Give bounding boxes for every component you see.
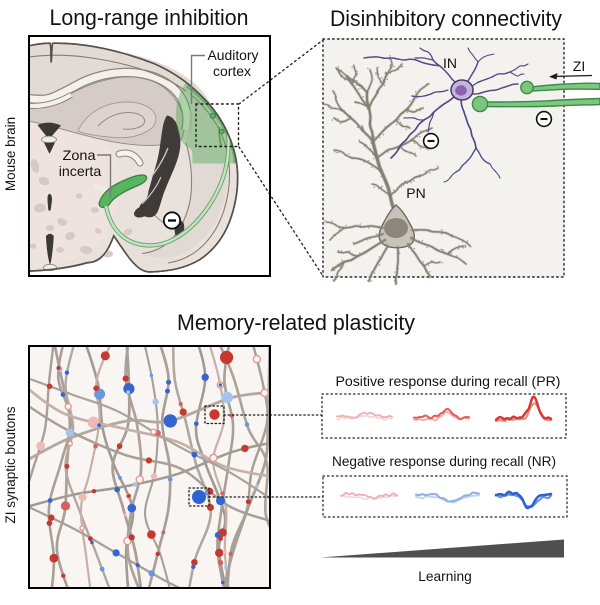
svg-text:Long-range inhibition: Long-range inhibition <box>50 5 249 30</box>
svg-text:Auditory: Auditory <box>208 47 259 63</box>
svg-text:Zona: Zona <box>63 147 96 163</box>
svg-text:PN: PN <box>406 185 425 201</box>
svg-text:Mouse brain: Mouse brain <box>3 117 18 191</box>
svg-text:Negative response during recal: Negative response during recall (NR) <box>332 453 556 469</box>
svg-text:ZI synaptic boutons: ZI synaptic boutons <box>3 406 18 523</box>
svg-text:Positive response during recal: Positive response during recall (PR) <box>336 373 561 389</box>
svg-text:ZI: ZI <box>573 58 585 74</box>
svg-text:Disinhibitory connectivity: Disinhibitory connectivity <box>330 6 562 31</box>
svg-text:cortex: cortex <box>213 63 251 79</box>
svg-text:Learning: Learning <box>418 568 472 584</box>
svg-text:Memory-related plasticity: Memory-related plasticity <box>177 310 415 335</box>
svg-text:incerta: incerta <box>59 163 102 179</box>
svg-text:IN: IN <box>443 55 457 71</box>
